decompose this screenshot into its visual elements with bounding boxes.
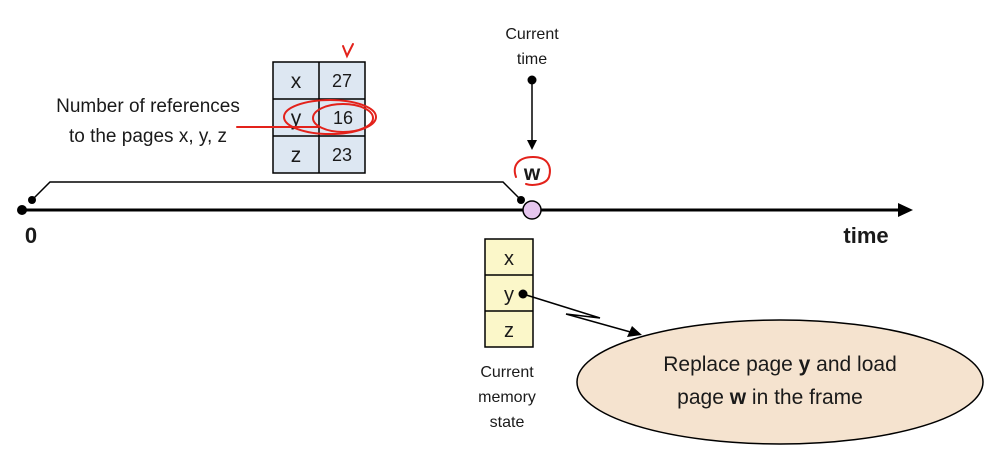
bracket-end-dot <box>517 196 525 204</box>
reference-count-y: 16 <box>333 108 353 128</box>
reference-page-z: z <box>291 144 302 167</box>
memory-caption-line3: state <box>490 414 525 431</box>
bracket-start-dot <box>28 196 36 204</box>
callout-line2-prefix: page <box>677 386 730 409</box>
window-bracket <box>31 181 522 201</box>
lightning-arrowhead <box>627 326 642 337</box>
memory-caption-line2: memory <box>478 389 536 406</box>
checkmark-annotation <box>342 43 354 59</box>
memory-frame-z: z <box>504 320 514 342</box>
reference-page-x: x <box>291 70 302 93</box>
reference-label-line1: Number of references <box>56 96 240 117</box>
current-time-marker <box>522 200 542 220</box>
lightning-arrow <box>522 293 635 334</box>
callout-line2: page w in the frame <box>677 386 863 409</box>
circle-around-y-row <box>283 99 377 135</box>
memory-frame-y: y <box>504 284 514 306</box>
origin-dot <box>17 205 27 215</box>
reference-label-line2: to the pages x, y, z <box>69 126 227 147</box>
reference-count-z: 23 <box>332 145 352 165</box>
replacement-callout <box>576 319 984 445</box>
circle-around-16 <box>312 103 374 133</box>
incoming-page-w: w <box>523 162 541 185</box>
reference-table: x 27 y 16 z 23 <box>272 61 366 174</box>
reference-count-x: 27 <box>332 71 352 91</box>
callout-line1-suffix: and load <box>810 353 896 376</box>
memory-frame-x: x <box>504 248 514 270</box>
current-time-label-line2: time <box>517 51 547 68</box>
current-time-label-line1: Current <box>505 26 559 43</box>
origin-label: 0 <box>25 223 37 248</box>
reference-page-y: y <box>291 107 302 130</box>
callout-line1: Replace page y and load <box>663 353 897 376</box>
time-axis-arrowhead <box>898 203 913 217</box>
circle-around-w <box>513 155 551 186</box>
callout-new-page: w <box>729 386 747 409</box>
callout-victim-page: y <box>799 353 811 376</box>
time-axis-label: time <box>843 223 888 248</box>
red-annotations <box>236 43 551 186</box>
memory-caption-line1: Current <box>480 364 534 381</box>
callout-line1-prefix: Replace page <box>663 353 798 376</box>
callout-line2-suffix: in the frame <box>746 386 863 409</box>
